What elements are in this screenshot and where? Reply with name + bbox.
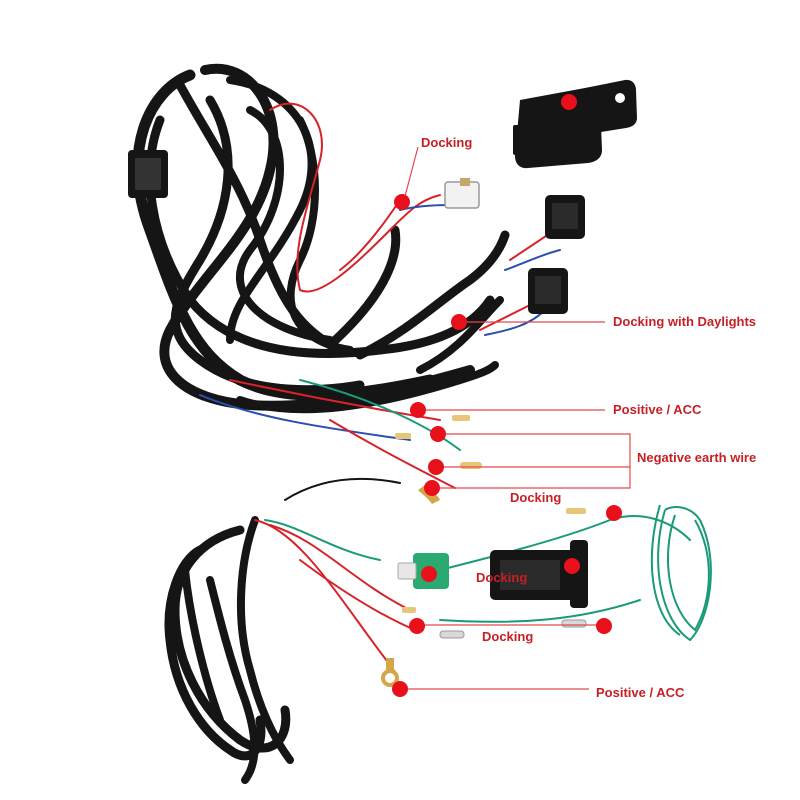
marker-docking-1 (394, 194, 410, 210)
ring-terminal (381, 658, 399, 687)
marker-negative-1 (430, 426, 446, 442)
label-positive-acc-lower: Positive / ACC (596, 685, 685, 700)
white-connector (444, 178, 480, 209)
label-docking-with-daylights: Docking with Daylights (613, 314, 757, 329)
marker-docking-3b (564, 558, 580, 574)
label-negative-earth-wire: Negative earth wire (637, 450, 757, 465)
label-docking-switch: Docking (476, 570, 528, 585)
switch-icon (490, 540, 588, 608)
upper-thin-wires (199, 102, 561, 489)
marker-daylights (451, 314, 467, 330)
marker-negative-3 (424, 480, 440, 496)
daylight-connector-top (545, 195, 585, 239)
label-docking-pins: Docking (482, 629, 534, 644)
marker-docking-2 (606, 505, 622, 521)
marker-positive-2 (392, 681, 408, 697)
marker-docking-3a (421, 566, 437, 582)
daylight-connector-bottom (528, 268, 568, 314)
left-plug-connector (128, 150, 168, 198)
green-earth-wire-coil (650, 504, 712, 642)
marker-positive-1 (410, 402, 426, 418)
marker-docking-relay (561, 94, 577, 110)
relay-icon (513, 79, 637, 169)
marker-docking-4b (596, 618, 612, 634)
label-positive-acc-upper: Positive / ACC (613, 402, 702, 417)
label-docking-earth: Docking (510, 490, 562, 505)
upper-harness-coil (132, 63, 510, 414)
lower-thin-wires (254, 477, 691, 673)
lower-harness-coil (164, 516, 294, 784)
label-docking-relay: Docking (421, 135, 473, 150)
leader-lines (401, 146, 631, 690)
marker-negative-2 (428, 459, 444, 475)
marker-docking-4a (409, 618, 425, 634)
callout-markers (392, 94, 622, 697)
